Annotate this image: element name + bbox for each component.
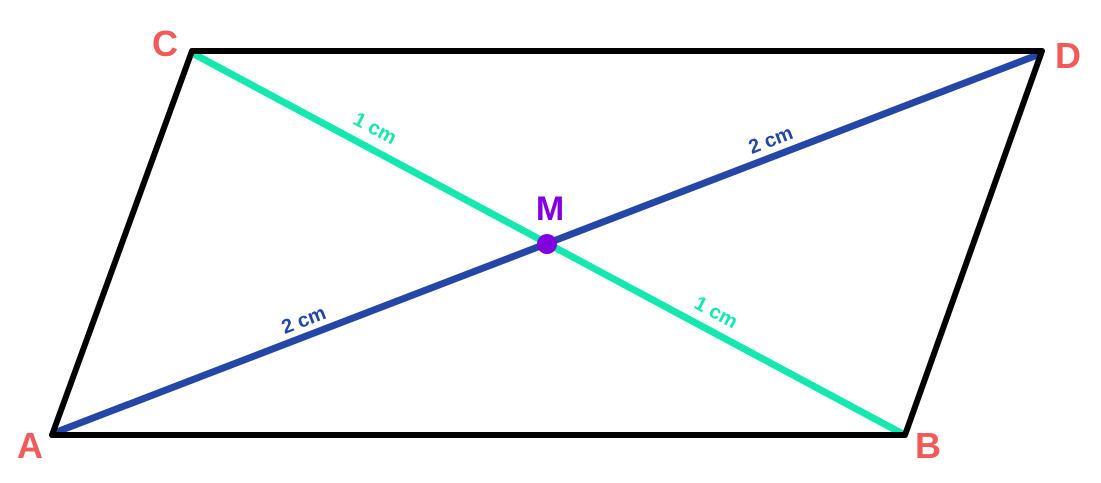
vertex-label-c: C (152, 23, 178, 64)
midpoint-dot (537, 234, 557, 254)
vertex-label-a: A (17, 425, 43, 466)
vertex-label-d: D (1055, 35, 1081, 76)
midpoint-label: M (536, 190, 564, 228)
parallelogram-outline (49, 48, 1045, 438)
vertex-label-b: B (915, 425, 941, 466)
